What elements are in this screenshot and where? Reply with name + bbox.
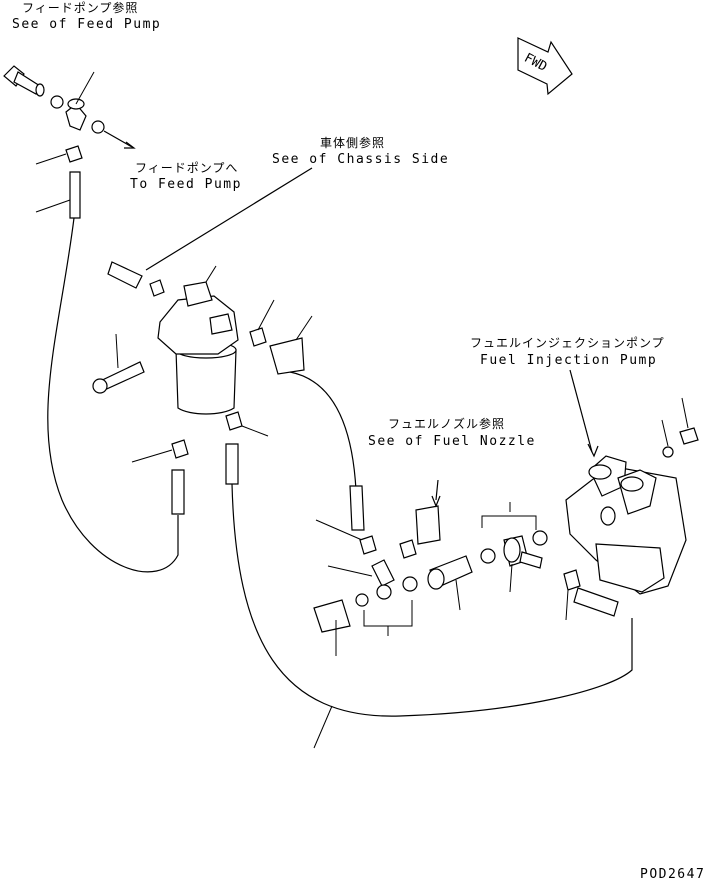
feed-pump-ref-en-label: See of Feed Pump bbox=[12, 17, 162, 32]
injection-pump-jp-label: フュエルインジェクションポンプ bbox=[470, 336, 665, 350]
hose-clip bbox=[360, 536, 376, 554]
fuel-hose-loop bbox=[48, 218, 178, 572]
fuel-filter bbox=[158, 282, 238, 414]
washer bbox=[403, 577, 417, 591]
fwd-arrow-icon: FWD bbox=[518, 38, 572, 94]
washer bbox=[51, 96, 63, 108]
washer bbox=[481, 549, 495, 563]
fuel-hose bbox=[416, 506, 440, 544]
elbow-fitting bbox=[372, 560, 394, 586]
to-feed-pump-en-label: To Feed Pump bbox=[130, 177, 242, 192]
washer bbox=[377, 585, 391, 599]
washer bbox=[663, 447, 673, 457]
washer bbox=[533, 531, 547, 545]
elbow-fitting bbox=[66, 99, 86, 130]
fuel-nozzle-en-label: See of Fuel Nozzle bbox=[368, 434, 536, 449]
to-feed-pump-jp-label: フィードポンプへ bbox=[135, 161, 239, 175]
feed-pump-ref-jp-label: フィードポンプ参照 bbox=[22, 1, 139, 15]
banjo-bolt bbox=[314, 600, 350, 632]
fuel-injection-pump bbox=[566, 456, 686, 594]
fuel-nozzle-jp-label: フュエルノズル参照 bbox=[388, 417, 506, 431]
hose-clip bbox=[172, 440, 188, 458]
fuel-hose bbox=[270, 338, 304, 374]
drawing-id-label: POD2647 bbox=[640, 867, 706, 882]
hose-clip bbox=[226, 412, 242, 430]
injection-pump-leader bbox=[570, 370, 592, 452]
chassis-side-hose bbox=[108, 262, 142, 288]
fuel-hose-return bbox=[290, 372, 356, 490]
fuel-hose bbox=[574, 588, 618, 616]
fuel-hose bbox=[70, 172, 80, 218]
fuel-hose bbox=[226, 444, 238, 484]
fuel-nozzle-leader bbox=[436, 480, 438, 500]
fuel-hose-long bbox=[232, 484, 632, 716]
bolt bbox=[680, 428, 698, 444]
hollow-bolt bbox=[520, 552, 542, 568]
chassis-side-en-label: See of Chassis Side bbox=[272, 152, 450, 167]
washer bbox=[92, 121, 104, 133]
injection-pump-en-label: Fuel Injection Pump bbox=[480, 353, 658, 368]
hose-clip bbox=[250, 328, 266, 346]
fuel-hose bbox=[350, 486, 364, 530]
feed-pump-banjo-bolt bbox=[4, 66, 44, 96]
hose-clip bbox=[66, 146, 82, 162]
washer bbox=[356, 594, 368, 606]
hose-clip bbox=[400, 540, 416, 558]
hose-clip bbox=[564, 570, 580, 590]
to-feed-pump-arrow bbox=[104, 131, 132, 147]
chassis-side-jp-label: 車体側参照 bbox=[320, 136, 386, 150]
chassis-side-leader bbox=[146, 168, 312, 270]
hose-clip bbox=[150, 280, 164, 296]
fuel-hose bbox=[172, 470, 184, 514]
